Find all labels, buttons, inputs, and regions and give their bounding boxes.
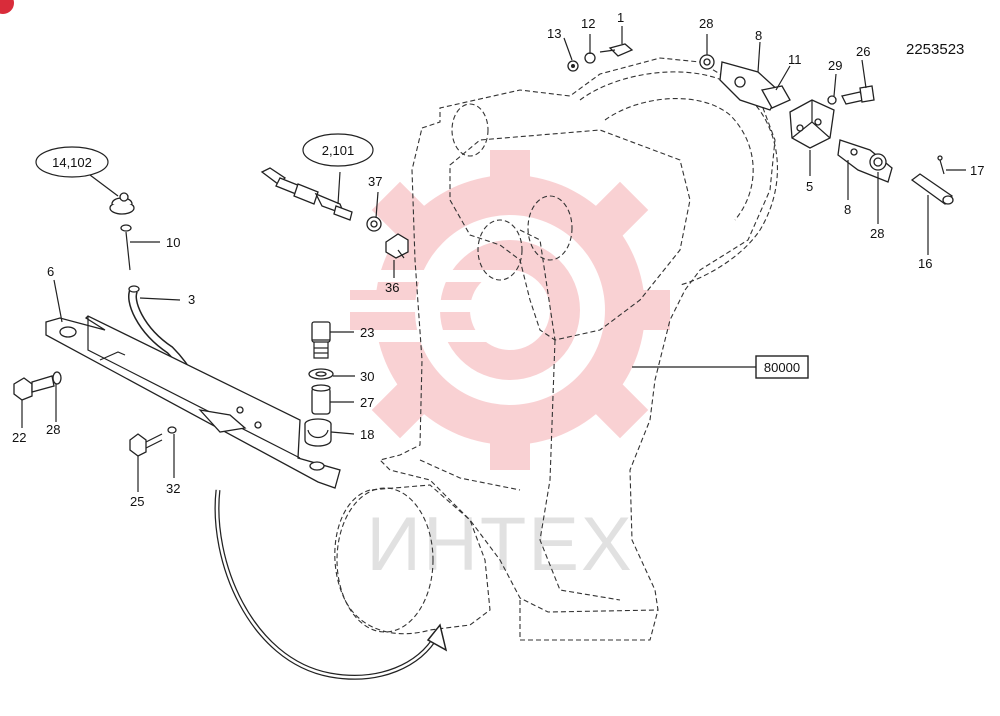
callout-10: 10	[166, 235, 180, 250]
watermark-text: ИНТЕХ	[366, 502, 633, 587]
callout-14-102: 14,102	[52, 155, 92, 170]
pin-10	[120, 224, 132, 271]
callout-8-right: 8	[844, 202, 851, 217]
callout-12: 12	[581, 16, 595, 31]
center-stack	[304, 321, 334, 447]
callout-25: 25	[130, 494, 144, 509]
drawing-number: 2253523	[906, 41, 964, 58]
callout-8-top: 8	[755, 28, 762, 43]
callout-16: 16	[918, 256, 932, 271]
transmission-housing	[334, 57, 778, 641]
callout-2-101-oval	[302, 133, 374, 167]
callout-29: 29	[828, 58, 842, 73]
callout-labels: 1 12 13 28 8 11 26 29 5 8 28 16 17 22535…	[12, 10, 984, 509]
callout-18: 18	[360, 427, 374, 442]
callout-27: 27	[360, 395, 374, 410]
leader-lines	[21, 26, 966, 492]
bracket-6	[45, 315, 341, 489]
bolt-22	[13, 371, 62, 401]
callout-28-top: 28	[699, 16, 713, 31]
callout-32: 32	[166, 481, 180, 496]
callout-5: 5	[806, 179, 813, 194]
reference-box: 80000	[764, 360, 800, 375]
callout-14-102-oval	[35, 146, 109, 178]
corner-badge[interactable]	[0, 0, 14, 14]
callout-2-101: 2,101	[322, 143, 355, 158]
watermark-logo	[330, 150, 670, 470]
right-block-assembly	[789, 85, 954, 205]
breather-cap	[109, 192, 135, 215]
rotation-arrow	[214, 489, 448, 680]
callout-28-right: 28	[870, 226, 884, 241]
callout-6: 6	[47, 264, 54, 279]
callout-30: 30	[360, 369, 374, 384]
callout-37: 37	[368, 174, 382, 189]
callout-3: 3	[188, 292, 195, 307]
callout-1: 1	[617, 10, 624, 25]
callout-26: 26	[856, 44, 870, 59]
top-bracket-assembly	[567, 43, 791, 111]
fitting-assembly	[260, 167, 409, 259]
callout-36: 36	[385, 280, 399, 295]
callout-28-left: 28	[46, 422, 60, 437]
callout-17: 17	[970, 163, 984, 178]
callout-22: 22	[12, 430, 26, 445]
bolt-25	[129, 426, 177, 457]
callout-13: 13	[547, 26, 561, 41]
reference-box-frame	[755, 355, 809, 379]
callout-11: 11	[788, 52, 802, 67]
callout-23: 23	[360, 325, 374, 340]
